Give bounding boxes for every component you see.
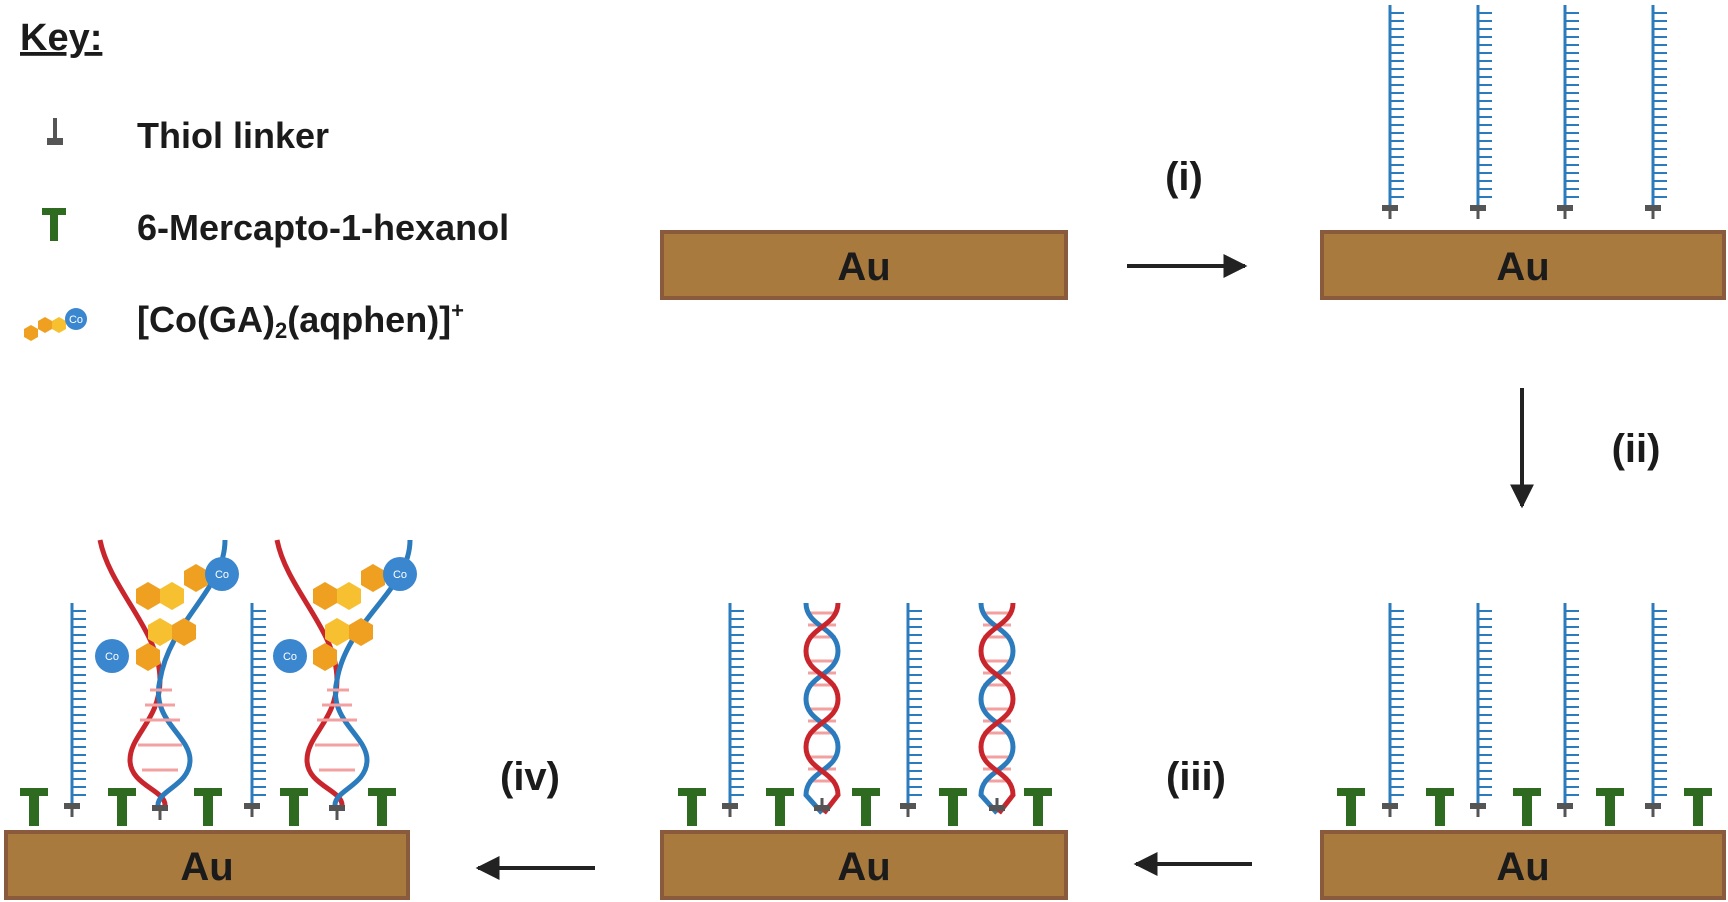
- mch-molecule: [108, 788, 136, 826]
- mch-molecule: [194, 788, 222, 826]
- phenanthroline-ring: [349, 618, 373, 646]
- mch-molecule: [280, 788, 308, 826]
- mch-molecule: [368, 788, 396, 826]
- cobalt-atom: [205, 557, 239, 591]
- phenanthroline-ring: [160, 582, 184, 610]
- gold-label: Au: [837, 845, 890, 889]
- cobalt-label: Co: [105, 651, 119, 663]
- mch-molecule: [1024, 788, 1052, 826]
- cobalt-atom: [383, 557, 417, 591]
- mch-molecule: [1684, 788, 1712, 826]
- probe-strand: [898, 601, 924, 819]
- phenanthroline-ring: [361, 564, 385, 592]
- gold-surface: [660, 230, 1068, 300]
- probe-strand: [1380, 601, 1406, 819]
- probe-strand: [62, 601, 88, 819]
- gold-label: Au: [1496, 245, 1549, 289]
- thiol-linker-icon: [47, 118, 63, 145]
- probe-strand: [1468, 601, 1494, 819]
- step-iii: (iii): [1133, 755, 1252, 876]
- key-thiol-label: Thiol linker: [137, 115, 329, 156]
- step-ii: (ii): [1510, 388, 1661, 509]
- key-legend: Key: Thiol linker 6-Mercapto-1-hexanol C…: [20, 17, 509, 343]
- probe-strand: [720, 601, 746, 819]
- step-i: (i): [1127, 155, 1248, 278]
- mch-molecule: [1337, 788, 1365, 826]
- step-ii-label: (ii): [1612, 427, 1661, 471]
- probe-strand: [1468, 3, 1494, 221]
- panel-hybridized: Au: [660, 601, 1068, 900]
- svg-text:Co: Co: [69, 314, 83, 326]
- probe-strand: [242, 601, 268, 819]
- mch-molecule: [1596, 788, 1624, 826]
- dna-duplex-with-complex: Co Co: [95, 539, 239, 820]
- cobalt-atom: [95, 639, 129, 673]
- cobalt-complex-icon: Co: [24, 308, 87, 341]
- probe-strand: [1555, 3, 1581, 221]
- gold-label: Au: [1496, 845, 1549, 889]
- panel-mch-backfilled: Au: [1320, 601, 1726, 900]
- step-iv-label: (iv): [500, 755, 560, 799]
- gold-surface: [1320, 230, 1726, 300]
- step-iii-label: (iii): [1166, 755, 1226, 799]
- mch-molecule: [852, 788, 880, 826]
- gold-label: Au: [180, 845, 233, 889]
- step-i-label: (i): [1165, 155, 1203, 199]
- phenanthroline-ring: [136, 582, 160, 610]
- mch-molecule: [20, 788, 48, 826]
- phenanthroline-ring: [313, 643, 337, 671]
- probe-strand: [1555, 601, 1581, 819]
- cobalt-label: Co: [393, 569, 407, 581]
- probe-strand: [1380, 3, 1406, 221]
- mch-molecule: [1426, 788, 1454, 826]
- key-mch-label: 6-Mercapto-1-hexanol: [137, 207, 509, 248]
- gold-surface: [4, 830, 410, 900]
- mch-molecule: [1513, 788, 1541, 826]
- phenanthroline-ring: [136, 643, 160, 671]
- dna-duplex: [981, 603, 1013, 813]
- dna-duplex: [806, 603, 838, 813]
- gold-surface: [660, 830, 1068, 900]
- key-title: Key:: [20, 17, 102, 59]
- cobalt-atom: [273, 639, 307, 673]
- phenanthroline-ring: [148, 618, 172, 646]
- panel-bare-gold: Au: [660, 230, 1068, 300]
- gold-surface: [1320, 830, 1726, 900]
- mch-molecule: [939, 788, 967, 826]
- phenanthroline-ring: [325, 618, 349, 646]
- phenanthroline-ring: [313, 582, 337, 610]
- phenanthroline-ring: [337, 582, 361, 610]
- cobalt-label: Co: [215, 569, 229, 581]
- gold-label: Au: [837, 245, 890, 289]
- key-complex-label: [Co(GA)2(aqphen)]+: [137, 298, 464, 343]
- probe-strand: [1643, 601, 1669, 819]
- panel-complex-bound: Co Co Co Co: [4, 539, 417, 900]
- cobalt-label: Co: [283, 651, 297, 663]
- step-iv: (iv): [475, 755, 595, 880]
- phenanthroline-ring: [184, 564, 208, 592]
- mch-molecule: [678, 788, 706, 826]
- mch-molecule: [766, 788, 794, 826]
- panel-probes-immobilized: Au: [1320, 3, 1726, 300]
- phenanthroline-ring: [172, 618, 196, 646]
- mercaptohexanol-icon: [42, 208, 66, 241]
- dna-duplex-with-complex: Co Co: [273, 539, 417, 820]
- probe-strand: [1643, 3, 1669, 221]
